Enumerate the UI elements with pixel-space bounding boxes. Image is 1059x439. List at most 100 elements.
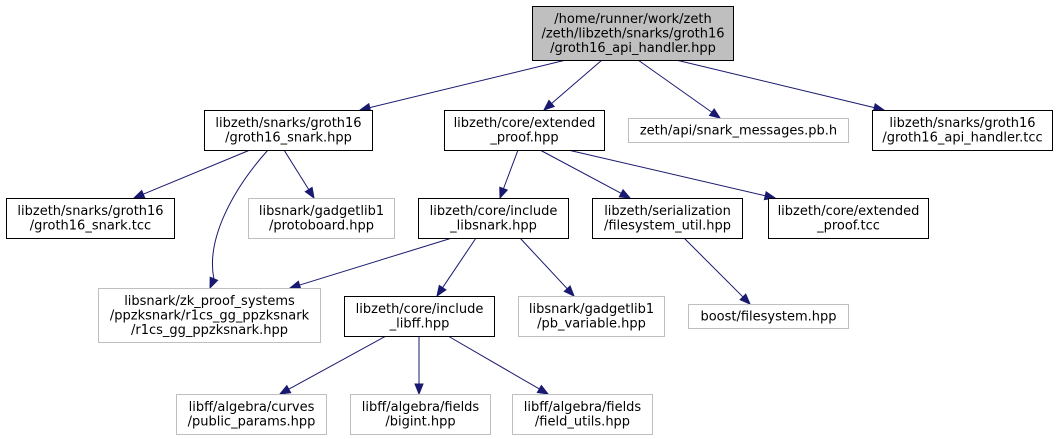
node-extended-proof-tcc[interactable]: libzeth/core/extended_proof.tcc <box>768 198 929 239</box>
node-snark-messages: zeth/api/snark_messages.pb.h <box>628 118 849 143</box>
edge-root-to-snark_messages <box>637 59 722 119</box>
arrowhead <box>436 284 447 298</box>
node-label-line: libff/algebra/curves <box>189 400 315 415</box>
node-box <box>6 198 175 239</box>
edges-layer <box>132 59 886 396</box>
node-box <box>628 118 849 143</box>
node-groth16-snark-tcc[interactable]: libzeth/snarks/groth16/groth16_snark.tcc <box>6 198 175 239</box>
arrowhead <box>209 276 219 290</box>
node-label-line: libzeth/core/include <box>356 302 484 317</box>
node-box <box>872 110 1053 151</box>
edge-root-to-extended_proof_hpp <box>542 59 603 111</box>
arrowhead <box>278 384 292 395</box>
edge-line <box>283 149 310 190</box>
node-box <box>204 110 373 151</box>
node-include-libff[interactable]: libzeth/core/include_libff.hpp <box>344 296 495 337</box>
node-filesystem-util[interactable]: libzeth/serialization/filesystem_util.hp… <box>592 198 743 239</box>
node-label-line: /groth16_api_handler.hpp <box>550 41 716 56</box>
node-box <box>98 288 321 343</box>
node-label-line: libzeth/snarks/groth16 <box>17 204 163 219</box>
node-label-line: boost/filesystem.hpp <box>700 309 836 324</box>
node-label-line: libsnark/gadgetlib1 <box>259 204 384 219</box>
arrowhead <box>132 189 146 199</box>
node-label-line: /public_params.hpp <box>188 415 316 430</box>
node-label-line: /field_utils.hpp <box>535 415 630 430</box>
edge-include_libff-to-field_utils <box>447 335 550 395</box>
edge-line <box>683 237 744 298</box>
nodes-layer: /home/runner/work/zeth/zeth/libzeth/snar… <box>6 6 1053 435</box>
node-label-line: /groth16_api_handler.tcc <box>882 131 1042 146</box>
edge-include_libsnark-to-pb_variable <box>519 237 575 297</box>
edge-line <box>288 335 387 390</box>
edge-include_libff-to-public_params <box>278 335 387 395</box>
arrowhead <box>739 293 751 305</box>
arrowhead <box>708 108 722 119</box>
edge-line <box>539 149 622 194</box>
node-box <box>532 6 734 61</box>
edge-extended_proof_hpp-to-filesystem_util <box>539 149 632 199</box>
node-box <box>768 198 929 239</box>
edge-line <box>551 59 603 104</box>
edge-line <box>675 59 875 109</box>
arrowhead <box>499 186 509 200</box>
node-box <box>518 296 665 337</box>
node-label-line: libsnark/zk_proof_systems <box>124 294 295 309</box>
node-protoboard: libsnark/gadgetlib1/protoboard.hpp <box>248 198 395 239</box>
node-label-line: /r1cs_gg_ppzksnark.hpp <box>131 323 288 338</box>
edge-groth16_snark_hpp-to-r1cs_gg_ppzksnark <box>209 149 269 290</box>
arrowhead <box>563 285 575 297</box>
node-label-line: libzeth/serialization <box>604 204 731 219</box>
arrowhead <box>542 99 556 111</box>
node-label-line: _proof.hpp <box>489 131 558 146</box>
node-groth16-api-handler-tcc[interactable]: libzeth/snarks/groth16/groth16_api_handl… <box>872 110 1053 151</box>
node-label-line: libzeth/core/extended <box>454 116 596 131</box>
edge-line <box>447 335 540 390</box>
node-label-line: /home/runner/work/zeth <box>554 12 711 27</box>
edge-groth16_snark_hpp-to-groth16_snark_tcc <box>132 149 251 199</box>
node-bigint: libff/algebra/fields/bigint.hpp <box>350 394 491 435</box>
edge-line <box>442 237 477 288</box>
node-label-line: _libsnark.hpp <box>449 219 537 234</box>
arrowhead <box>414 383 424 396</box>
edge-groth16_snark_hpp-to-protoboard <box>283 149 315 200</box>
node-root[interactable]: /home/runner/work/zeth/zeth/libzeth/snar… <box>532 6 734 61</box>
node-label-line: _libff.hpp <box>389 317 450 332</box>
node-label-line: libzeth/core/extended <box>778 204 920 219</box>
edge-extended_proof_hpp-to-extended_proof_tcc <box>567 149 777 201</box>
node-label-line: libff/algebra/fields <box>524 400 642 415</box>
edge-filesystem_util-to-boost_filesystem <box>683 237 751 305</box>
edge-extended_proof_hpp-to-include_libsnark <box>499 149 519 200</box>
node-label-line: /zeth/libzeth/snarks/groth16 <box>541 26 724 41</box>
edge-line <box>143 149 251 195</box>
arrowhead <box>618 188 632 199</box>
edge-line <box>519 237 568 290</box>
node-label-line: /filesystem_util.hpp <box>604 219 731 234</box>
node-extended-proof-hpp[interactable]: libzeth/core/extended_proof.hpp <box>444 110 605 151</box>
node-label-line: libzeth/core/include <box>430 204 558 219</box>
node-box <box>688 304 849 329</box>
node-box <box>592 198 743 239</box>
node-field-utils: libff/algebra/fields/field_utils.hpp <box>512 394 653 435</box>
node-label-line: /pb_variable.hpp <box>537 317 646 332</box>
node-box <box>418 198 569 239</box>
node-box <box>444 110 605 151</box>
node-groth16-snark-hpp[interactable]: libzeth/snarks/groth16/groth16_snark.hpp <box>204 110 373 151</box>
node-label-line: zeth/api/snark_messages.pb.h <box>640 123 837 138</box>
node-label-line: libzeth/snarks/groth16 <box>889 116 1035 131</box>
node-include-libsnark[interactable]: libzeth/core/include_libsnark.hpp <box>418 198 569 239</box>
edge-root-to-groth16_api_handler_tcc <box>675 59 886 113</box>
edge-include_libsnark-to-r1cs_gg_ppzksnark <box>288 237 453 290</box>
node-box <box>176 394 327 435</box>
arrowhead <box>304 186 315 200</box>
node-label-line: libff/algebra/fields <box>362 400 480 415</box>
node-label-line: /groth16_snark.hpp <box>225 131 352 146</box>
node-label-line: /protoboard.hpp <box>269 219 374 234</box>
node-box <box>512 394 653 435</box>
edge-line <box>369 59 567 109</box>
edge-line <box>212 149 269 279</box>
edge-line <box>299 237 453 286</box>
node-label-line: /groth16_snark.tcc <box>30 219 151 234</box>
node-label-line: _proof.tcc <box>816 219 880 234</box>
node-boost-filesystem: boost/filesystem.hpp <box>688 304 849 329</box>
